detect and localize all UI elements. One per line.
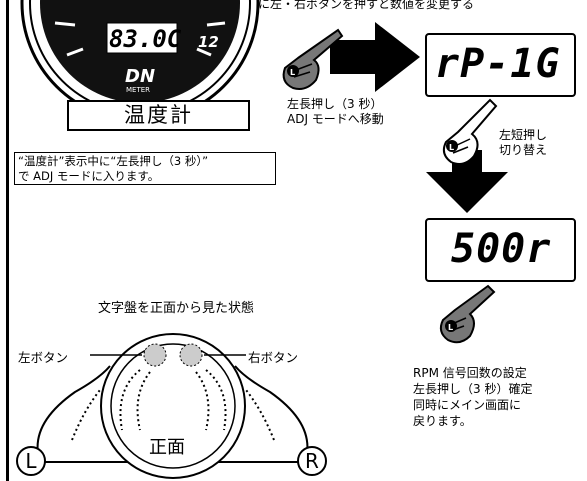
left-button-marker — [143, 343, 167, 367]
gauge-scale-mark: 12 — [198, 33, 219, 51]
gauge-illustration: 83.0C 12 DN METER — [20, 0, 260, 120]
left-button-label: 左ボタン — [18, 350, 69, 365]
step1-text: 左長押し（3 秒） ADJ モードへ移動 — [287, 97, 384, 127]
gauge-brand: DN — [125, 66, 155, 87]
right-button-letter: R — [297, 446, 327, 476]
front-label: 正面 — [145, 433, 189, 459]
hand-badge-letter: L — [448, 323, 453, 332]
mode-label-box: 温度計 — [67, 100, 250, 131]
step3-line-1: RPM 信号回数の設定 — [413, 366, 527, 380]
front-dial-illustration — [36, 333, 309, 479]
step2-line-1: 左短押し — [499, 128, 548, 142]
right-button-label: 右ボタン — [248, 350, 299, 365]
down-arrow — [426, 150, 508, 213]
step3-line-4: 戻ります。 — [413, 414, 472, 428]
step1-line-2: ADJ モードへ移動 — [287, 112, 384, 126]
lcd-display-rp: rP-1G — [425, 33, 576, 97]
step2-text: 左短押し 切り替え — [499, 128, 547, 158]
gauge-display-value: 83.0C — [109, 25, 182, 53]
hand-badge-letter: L — [449, 143, 454, 152]
hand-badge-letter: L — [290, 68, 295, 77]
hand-icon: L — [282, 28, 344, 90]
header-note: 表示中に左・右ボタンを押すと数値を変更する — [222, 0, 475, 11]
step1-line-1: 左長押し（3 秒） — [287, 97, 383, 111]
step3-line-2: 左長押し（3 秒）確定 — [413, 382, 533, 396]
gauge-brand-sub: METER — [126, 86, 150, 94]
hand-icon: L — [442, 98, 498, 165]
caption-line-1: “温度計”表示中に“左長押し（3 秒）” — [18, 154, 209, 168]
left-border-rule — [6, 0, 9, 481]
hand-icon: L — [439, 284, 496, 344]
right-arrow — [330, 22, 420, 92]
lcd-display-500: 500r — [425, 218, 576, 282]
right-button-marker — [179, 343, 203, 367]
dial-title: 文字盤を正面から見た状態 — [98, 301, 255, 316]
step2-line-2: 切り替え — [499, 143, 548, 157]
step3-line-3: 同時にメイン画面に — [413, 398, 522, 412]
lcd-500-text: 500r — [451, 226, 552, 272]
caption-box: “温度計”表示中に“左長押し（3 秒）” で ADJ モードに入ります。 — [14, 152, 276, 185]
lcd-rp-text: rP-1G — [435, 41, 561, 87]
step3-text: RPM 信号回数の設定 左長押し（3 秒）確定 同時にメイン画面に 戻ります。 — [413, 365, 532, 429]
caption-line-2: で ADJ モードに入ります。 — [18, 169, 160, 183]
left-button-letter: L — [16, 446, 46, 476]
